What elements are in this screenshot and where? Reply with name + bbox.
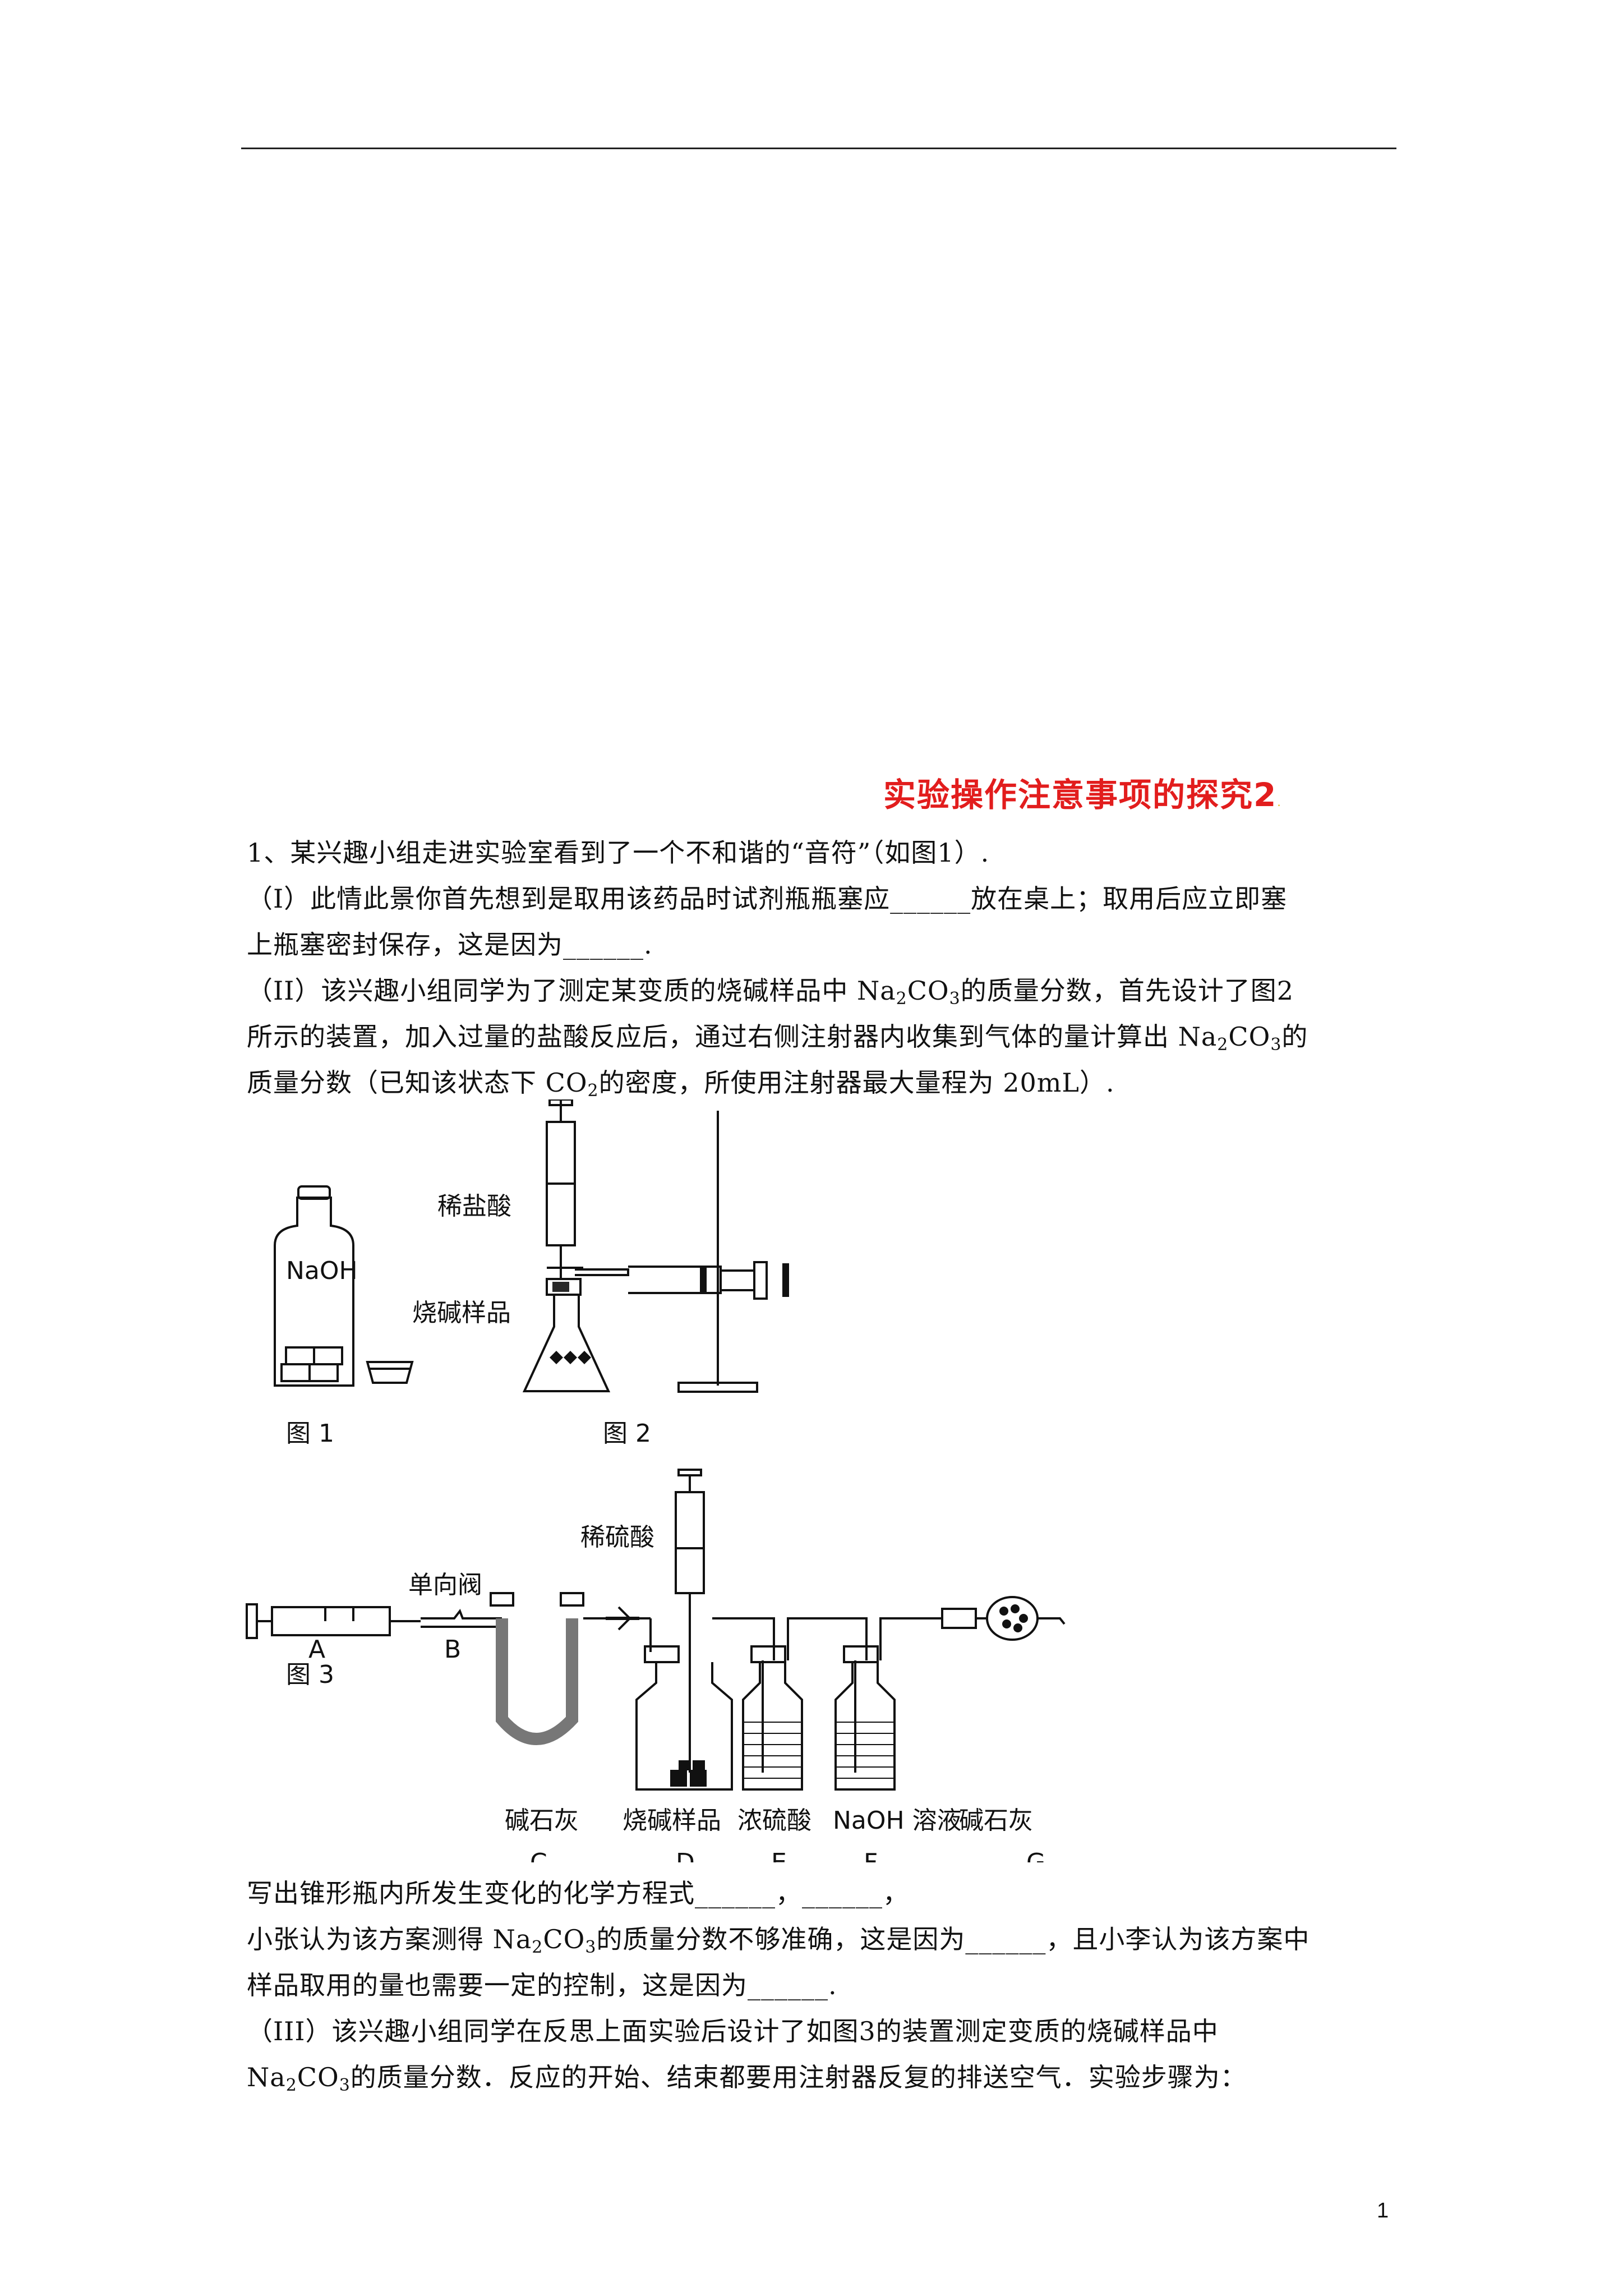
question-line: 上瓶塞密封保存，这是因为______. — [247, 930, 653, 960]
fig3-letter-d: D — [676, 1848, 695, 1862]
fig3-letter-a: A — [308, 1635, 325, 1664]
question-line: 小张认为该方案测得 Na2CO3的质量分数不够准确，这是因为______，且小李… — [247, 1924, 1310, 1957]
fig3-acid-label: 稀硫酸 — [580, 1523, 654, 1552]
question-line: 写出锥形瓶内所发生变化的化学方程式______，______， — [247, 1878, 909, 1908]
fig1-bottle-label: NaOH — [286, 1257, 358, 1285]
question-line: （II）该兴趣小组同学为了测定某变质的烧碱样品中 Na2CO3的质量分数，首先设… — [247, 976, 1294, 1009]
question-line: 质量分数（已知该状态下 CO2的密度，所使用注射器最大量程为 20mL）. — [247, 1068, 1115, 1101]
header-rule — [241, 148, 1396, 149]
fig2-caption: 图 2 — [603, 1419, 651, 1448]
fig3-content-e: 浓硫酸 — [737, 1806, 811, 1835]
apparatus-figures: NaOH 图 1 稀盐酸 烧碱样品 图 2 稀硫酸 单向阀 图 3 A B 碱石… — [246, 1099, 1066, 1862]
fig3-content-c: 碱石灰 — [505, 1806, 579, 1835]
fig3-content-d: 烧碱样品 — [623, 1806, 721, 1835]
fig3-content-f: NaOH 溶液 — [833, 1806, 962, 1835]
question-line: （I）此情此景你首先想到是取用该药品时试剂瓶瓶塞应______放在桌上；取用后应… — [247, 884, 1288, 914]
fig3-letter-b: B — [444, 1635, 461, 1664]
fig2-sample-label: 烧碱样品 — [412, 1299, 511, 1327]
fig3-content-g: 碱石灰 — [959, 1806, 1033, 1835]
fig3-valve-label: 单向阀 — [408, 1571, 482, 1599]
fig3-letter-f: F — [864, 1848, 878, 1862]
page-title: 实验操作注意事项的探究2. — [883, 776, 1282, 814]
fig3-letter-g: G — [1026, 1848, 1045, 1862]
question-line: 所示的装置，加入过量的盐酸反应后，通过右侧注射器内收集到气体的量计算出 Na2C… — [247, 1022, 1308, 1055]
question-line: （III）该兴趣小组同学在反思上面实验后设计了如图3的装置测定变质的烧碱样品中 — [247, 2016, 1219, 2046]
fig3-caption: 图 3 — [286, 1660, 334, 1689]
fig2-acid-label: 稀盐酸 — [437, 1192, 511, 1221]
page-number: 1 — [1377, 2199, 1389, 2223]
question-line: 样品取用的量也需要一定的控制，这是因为______. — [247, 1970, 837, 2000]
fig3-letter-c: C — [530, 1848, 547, 1862]
question-line: Na2CO3的质量分数．反应的开始、结束都要用注射器反复的排送空气．实验步骤为： — [247, 2062, 1247, 2095]
fig1-caption: 图 1 — [286, 1419, 334, 1448]
fig3-letter-e: E — [771, 1848, 787, 1862]
question-line: 1、某兴趣小组走进实验室看到了一个不和谐的“音符”（如图1）. — [247, 838, 990, 868]
